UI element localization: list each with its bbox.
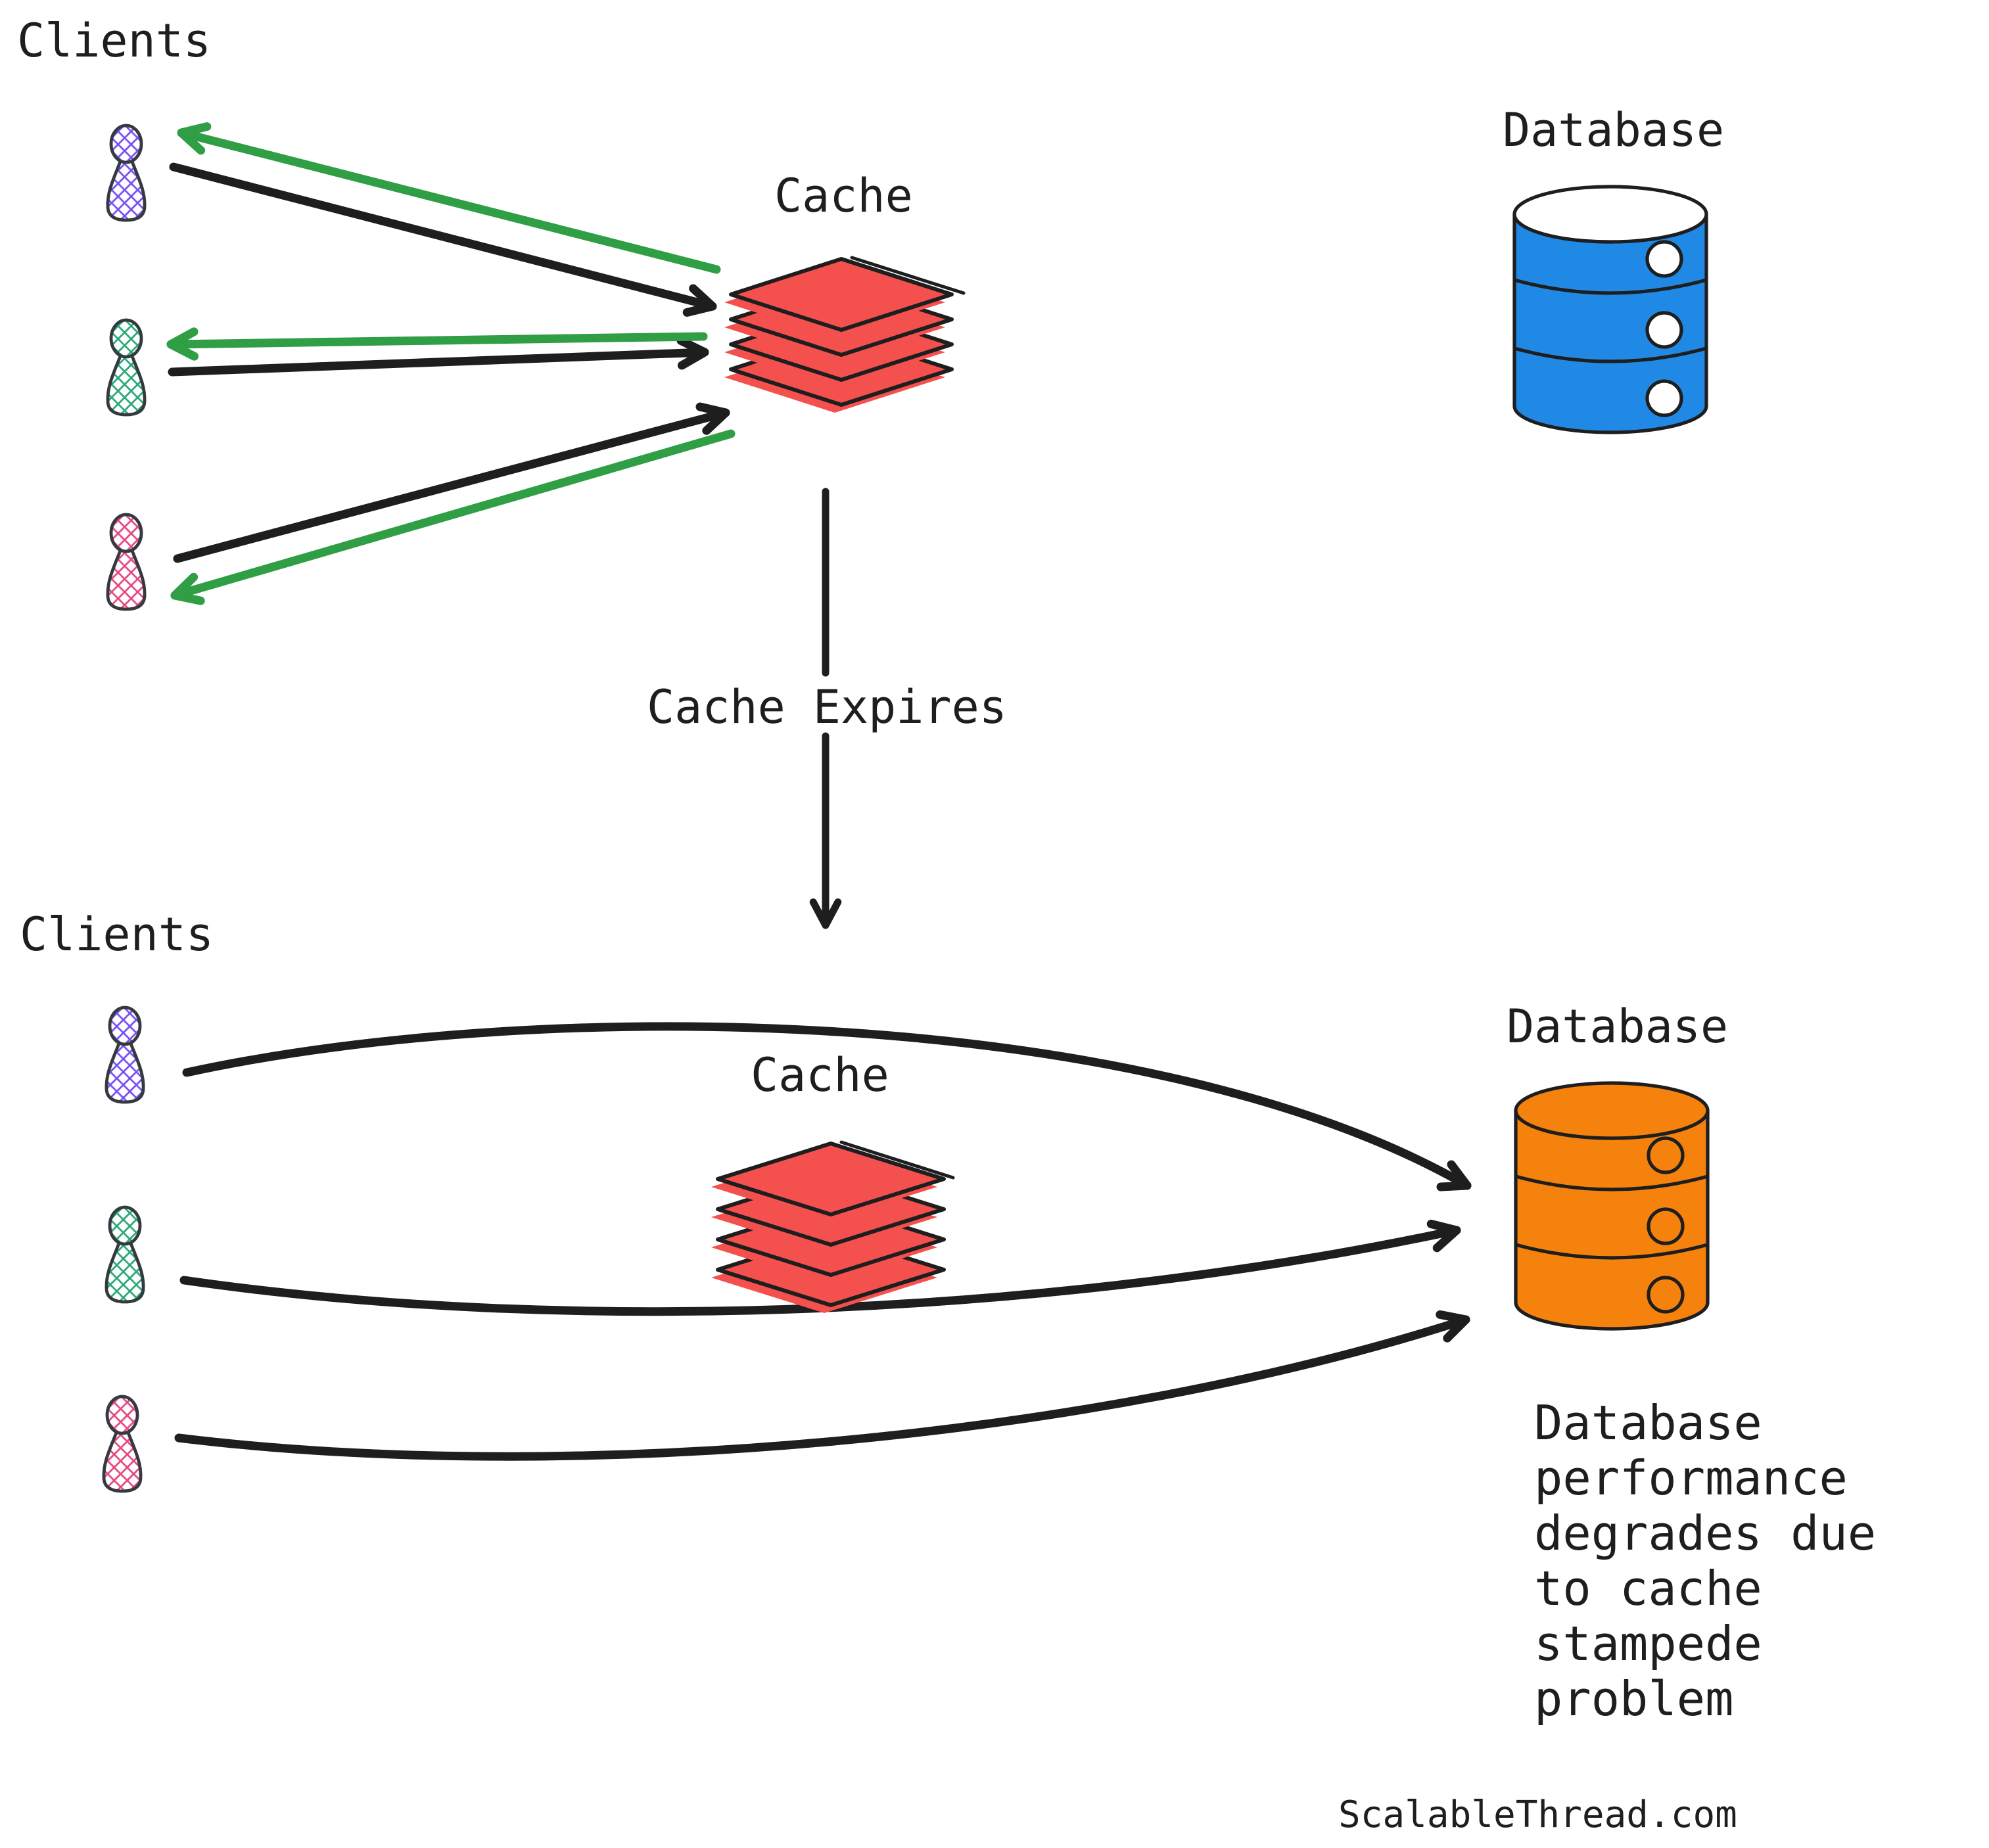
cache-icon-bottom [711,1140,955,1313]
cache-expires-label: Cache Expires [647,682,1007,735]
footer-brand: ScalableThread.com [1338,1793,1737,1836]
request-arrow-client3-to-cache [173,408,730,563]
arrowhead [166,327,199,361]
client-icon-purple-top [108,126,145,220]
database-icon-bottom [1514,1081,1710,1331]
request-arrow-client2-to-cache [168,348,709,377]
client-icon-purple-bottom [106,1007,143,1102]
database-top-opening [1512,185,1708,244]
database-label-top: Database [1503,105,1725,158]
arrowhead [682,284,717,317]
request-arrow-client1-to-cache [169,162,717,311]
arrowhead [809,898,842,929]
client-icon-pink-bottom [104,1397,141,1491]
request-arrows-top [168,162,730,563]
response-arrows-top [166,122,736,605]
arrowhead [1436,1310,1470,1343]
arrowhead [170,572,205,605]
stampede-arrow-client3-to-db [174,1315,1470,1461]
response-arrow-cache-to-client3 [170,429,736,600]
database-label-bottom: Database [1507,1002,1729,1054]
stampede-caption: Database performance degrades due to cac… [1534,1397,1877,1727]
arrowhead [695,402,730,435]
arrowhead [1426,1219,1461,1253]
client-icon-green-top [108,320,145,415]
client-icon-pink-top [108,515,145,609]
cache-expires-arrow [809,488,842,929]
response-arrow-cache-to-client1 [177,128,721,274]
clients-label-bottom: Clients [20,910,214,962]
client-icon-green-bottom [106,1207,143,1302]
response-arrow-cache-to-client2 [166,332,708,349]
clients-label-top: Clients [17,16,212,68]
cache-label-bottom: Cache [751,1050,889,1103]
database-top-opening [1514,1081,1710,1140]
cache-icon-top [724,256,966,413]
arrowhead [676,336,709,370]
arrowhead [1436,1160,1472,1191]
database-icon-top [1512,185,1708,434]
cache-label-top: Cache [774,171,913,223]
arrowhead [177,122,212,155]
stampede-arrow-client1-to-db [182,1022,1472,1190]
